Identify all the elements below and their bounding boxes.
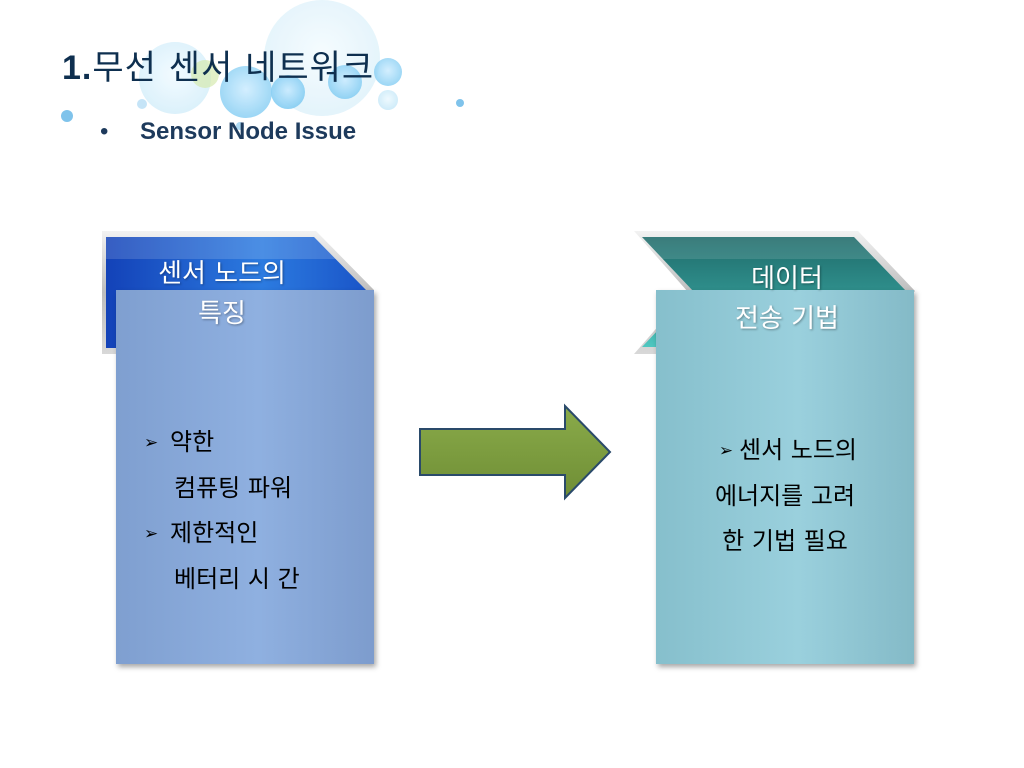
bullet-dot: • <box>100 118 109 145</box>
left-box-list: ➢ 약한 컴퓨팅 파워 ➢ 제한적인 베터리 시 간 <box>144 420 300 602</box>
right-header-line1: 데이터 <box>751 264 823 294</box>
list-item-text: 제한적인 <box>170 519 259 547</box>
list-item-continuation: 베터리 시 간 <box>174 565 300 593</box>
slide-title: 1.무선 센서 네트워크 <box>62 40 374 89</box>
right-header-line2: 전송 기법 <box>735 304 839 334</box>
arrowhead-bullet-icon: ➢ <box>144 433 159 453</box>
arrowhead-bullet-icon: ➢ <box>144 524 159 544</box>
list-item-continuation: 컴퓨팅 파워 <box>174 474 293 502</box>
subtitle-bullet: • Sensor Node Issue <box>100 118 356 146</box>
left-content-box <box>116 290 374 664</box>
right-text-line1-content: 센서 노드의 <box>738 436 858 464</box>
right-text-line1: ➢센서 노드의 <box>656 428 914 474</box>
right-content-box <box>656 290 914 664</box>
right-arrow-icon <box>419 403 612 501</box>
left-box-header: 센서 노드의 특징 <box>112 254 332 334</box>
right-text-line3: 한 기법 필요 <box>722 527 848 555</box>
subtitle-text: Sensor Node Issue <box>140 118 357 145</box>
left-header-line2: 특징 <box>198 299 246 329</box>
list-item: ➢ 약한 <box>144 420 300 466</box>
title-number: 1. <box>62 49 93 87</box>
right-box-text: ➢센서 노드의 에너지를 고려 한 기법 필요 <box>656 428 914 564</box>
right-text-line2: 에너지를 고려 <box>714 482 856 510</box>
arrowhead-bullet-icon: ➢ <box>718 441 734 461</box>
right-box-header: 데이터 전송 기법 <box>680 259 894 339</box>
list-item: ➢ 제한적인 <box>144 511 300 557</box>
list-item-text: 약한 <box>170 428 215 456</box>
title-text: 무선 센서 네트워크 <box>92 48 375 88</box>
left-header-line1: 센서 노드의 <box>158 259 286 289</box>
